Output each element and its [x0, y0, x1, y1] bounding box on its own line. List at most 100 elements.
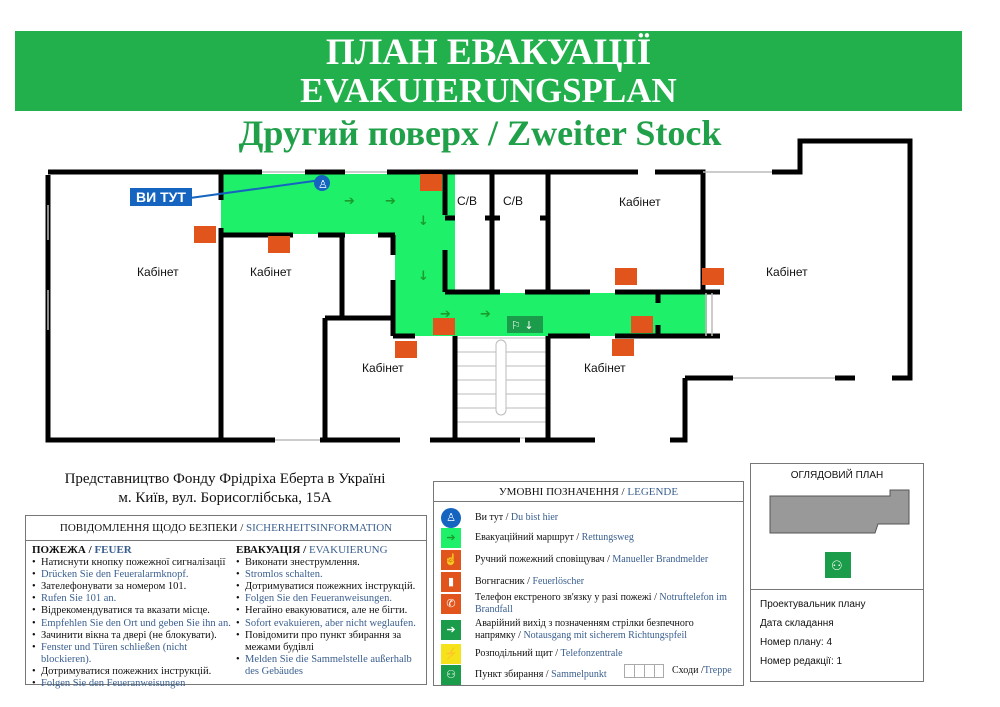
instruction-item: Stromlos schalten. [236, 569, 426, 581]
safety-title-de: SICHERHEITSINFORMATION [243, 522, 393, 534]
you-are-here-marker: ♙ [189, 175, 330, 199]
room-label: Кабінет [766, 265, 808, 279]
instruction-item: Sofort evakuieren, aber nicht weglaufen. [236, 618, 426, 630]
room-label: Кабінет [584, 361, 626, 375]
legend-label-ua: Пункт збирання / [475, 669, 552, 680]
instruction-item: Empfehlen Sie den Ort und geben Sie ihn … [32, 618, 237, 630]
assembly-point-icon [825, 552, 851, 578]
route-arrows: ➔ ➔ ↓ ↓ ➔ ➔ [344, 194, 491, 322]
instruction-item: Повідомити про пункт збирання за межами … [236, 630, 426, 654]
instruction-item: Drücken Sie den Feueralarmknopf. [32, 569, 237, 581]
assembly-point-icon: ⚇ [441, 665, 461, 685]
svg-text:↓: ↓ [418, 214, 429, 229]
phone-icon: ✆ [441, 594, 461, 614]
legend-text: Евакуаційний маршрут / Rettungsweg [475, 532, 634, 544]
legend-item: ⚡ Розподільний щит / Telefonzentrale [441, 644, 736, 664]
legend-text: Телефон екстреного зв'язку у разі пожежі… [475, 592, 736, 616]
legend-stairs-ua: Сходи / [672, 665, 704, 676]
legend-text: Розподільний щит / Telefonzentrale [475, 648, 623, 660]
stairs [456, 337, 548, 439]
instruction-item: Fenster und Türen schließen (nicht block… [32, 642, 237, 666]
svg-text:➔: ➔ [385, 194, 396, 209]
legend-label-ua: Ви тут / [475, 512, 511, 523]
emergency-exit-icon: ➔ [441, 620, 461, 640]
room-label: Кабінет [250, 265, 292, 279]
legend-label-ua: Вогнгасник / [475, 576, 533, 587]
legend-label-de: Manueller Brandmelder [612, 554, 709, 565]
instruction-item: Rufen Sie 101 an. [32, 593, 237, 605]
fire-heading-ua: ПОЖЕЖА / [32, 544, 92, 556]
windows [47, 171, 835, 441]
legend-label-ua: Аварійний вихід з позначенням стрілки бе… [475, 618, 694, 641]
svg-text:⚇: ⚇ [831, 559, 843, 574]
legend-item: ▮ Вогнгасник / Feuerlöscher [441, 572, 736, 592]
safety-title: ПОВІДОМЛЕННЯ ЩОДО БЕЗПЕКИ / SICHERHEITSI… [26, 516, 426, 541]
legend-item: ⚇ Пункт збирання / Sammelpunkt [441, 665, 736, 685]
legend-label-ua: Розподільний щит / [475, 648, 561, 659]
fire-heading-de: FEUER [91, 544, 132, 556]
legend-title: УМОВНІ ПОЗНАЧЕННЯ / LEGENDE [434, 482, 743, 502]
legend-item: ♙ Ви тут / Du bist hier [441, 508, 736, 528]
wc-label: С/В [503, 194, 524, 208]
high-voltage-icon: ⚡ [441, 644, 461, 664]
legend-item: ☝Ручний пожежний сповіщувач / Manueller … [441, 550, 736, 570]
overview-plan-panel: ОГЛЯДОВИЙ ПЛАН ⚇ [750, 463, 924, 590]
legend-label-ua: Евакуаційний маршрут / [475, 532, 582, 543]
you-are-here-label: ВИ ТУТ [130, 188, 192, 206]
extinguisher-icon: ▮ [441, 572, 461, 592]
legend-title-de: LEGENDE [624, 486, 679, 498]
legend-panel: УМОВНІ ПОЗНАЧЕННЯ / LEGENDE ♙ Ви тут / Du… [433, 481, 744, 686]
address-line-1: Представництво Фонду Фрідріха Еберта в У… [64, 471, 386, 487]
plan-number: Номер плану: 4 [760, 637, 833, 648]
room-label: Кабінет [362, 361, 404, 375]
legend-item: ✆ Телефон екстреного зв'язку у разі пожеж… [441, 592, 736, 616]
instruction-item: Дотримуватися пожежних інструкцій. [32, 666, 237, 678]
legend-label-de: Telefonzentrale [560, 648, 623, 659]
person-icon: ♙ [441, 508, 461, 528]
overview-title: ОГЛЯДОВИЙ ПЛАН [790, 470, 884, 481]
legend-label-de: Feuerlöscher [532, 576, 585, 587]
instruction-item: Зателефонувати за номером 101. [32, 581, 237, 593]
instruction-item: Folgen Sie den Feueranweisungen. [236, 593, 426, 605]
instruction-item: Folgen Sie den Feueranweisungen [32, 678, 237, 690]
floor-plan: ➔ ➔ ↓ ↓ ➔ ➔ ⚐ ↓ ♙ [45, 138, 913, 443]
instruction-item: Натиснути кнопку пожежної сигналізації [32, 557, 237, 569]
legend-item: ➔ Аварійний вихід з позначенням стрілки б… [441, 618, 736, 642]
address: Представництво Фонду Фрідріха Еберта в У… [40, 470, 410, 508]
title-banner: ПЛАН ЕВАКУАЦІЇ EVAKUIERUNGSPLAN [15, 31, 962, 111]
evacuation-heading-ua: ЕВАКУАЦІЯ / [236, 544, 307, 556]
legend-label-de: Notausgang mit sicherem Richtungspfeil [523, 630, 688, 641]
svg-text:↓: ↓ [418, 269, 429, 284]
legend-title-ua: УМОВНІ ПОЗНАЧЕННЯ / [498, 486, 625, 498]
fire-heading: ПОЖЕЖА / FEUER [32, 544, 237, 556]
legend-item: ➔ Евакуаційний маршрут / Rettungsweg [441, 528, 736, 548]
legend-text: Ручний пожежний сповіщувач / Manueller B… [475, 554, 708, 566]
floor-title: Другий поверх / Zweiter Stock [238, 113, 722, 153]
legend-label-de: Du bist hier [510, 512, 559, 523]
legend-label-ua: Телефон екстреного зв'язку у разі пожежі… [475, 592, 660, 603]
instruction-item: Виконати знеструмлення. [236, 557, 426, 569]
legend-text: Аварійний вихід з позначенням стрілки бе… [475, 618, 736, 642]
legend-stairs-de: Treppe [703, 665, 732, 676]
fire-equipment-icons [194, 174, 724, 358]
evacuation-heading-de: EVAKUIERUNG [306, 544, 388, 556]
svg-text:➔: ➔ [440, 307, 451, 322]
evacuation-section: ЕВАКУАЦІЯ / EVAKUIERUNG Виконати знестру… [236, 544, 426, 678]
walls [45, 138, 913, 443]
legend-text: Пункт збирання / Sammelpunkt [475, 669, 607, 681]
legend-text: Вогнгасник / Feuerlöscher [475, 576, 584, 588]
svg-text:♙: ♙ [318, 178, 328, 191]
building-outline: ⚇ [769, 489, 910, 578]
wc-label: С/В [457, 194, 478, 208]
plan-date: Дата складання [760, 618, 834, 629]
svg-text:➔: ➔ [480, 307, 491, 322]
instruction-item: Відрекомендуватися та вказати місце. [32, 605, 237, 617]
svg-text:➔: ➔ [344, 194, 355, 209]
safety-title-ua: ПОВІДОМЛЕННЯ ЩОДО БЕЗПЕКИ / [59, 522, 244, 534]
arrow-right-icon: ➔ [441, 528, 461, 548]
plan-designer: Проектувальник плану [760, 599, 866, 610]
instruction-item: Зачинити вікна та двері (не блокувати). [32, 630, 237, 642]
legend-label-de: Sammelpunkt [551, 669, 607, 680]
svg-text:⚐ ↓: ⚐ ↓ [511, 319, 534, 332]
title-ua: ПЛАН ЕВАКУАЦІЇ [325, 32, 652, 73]
